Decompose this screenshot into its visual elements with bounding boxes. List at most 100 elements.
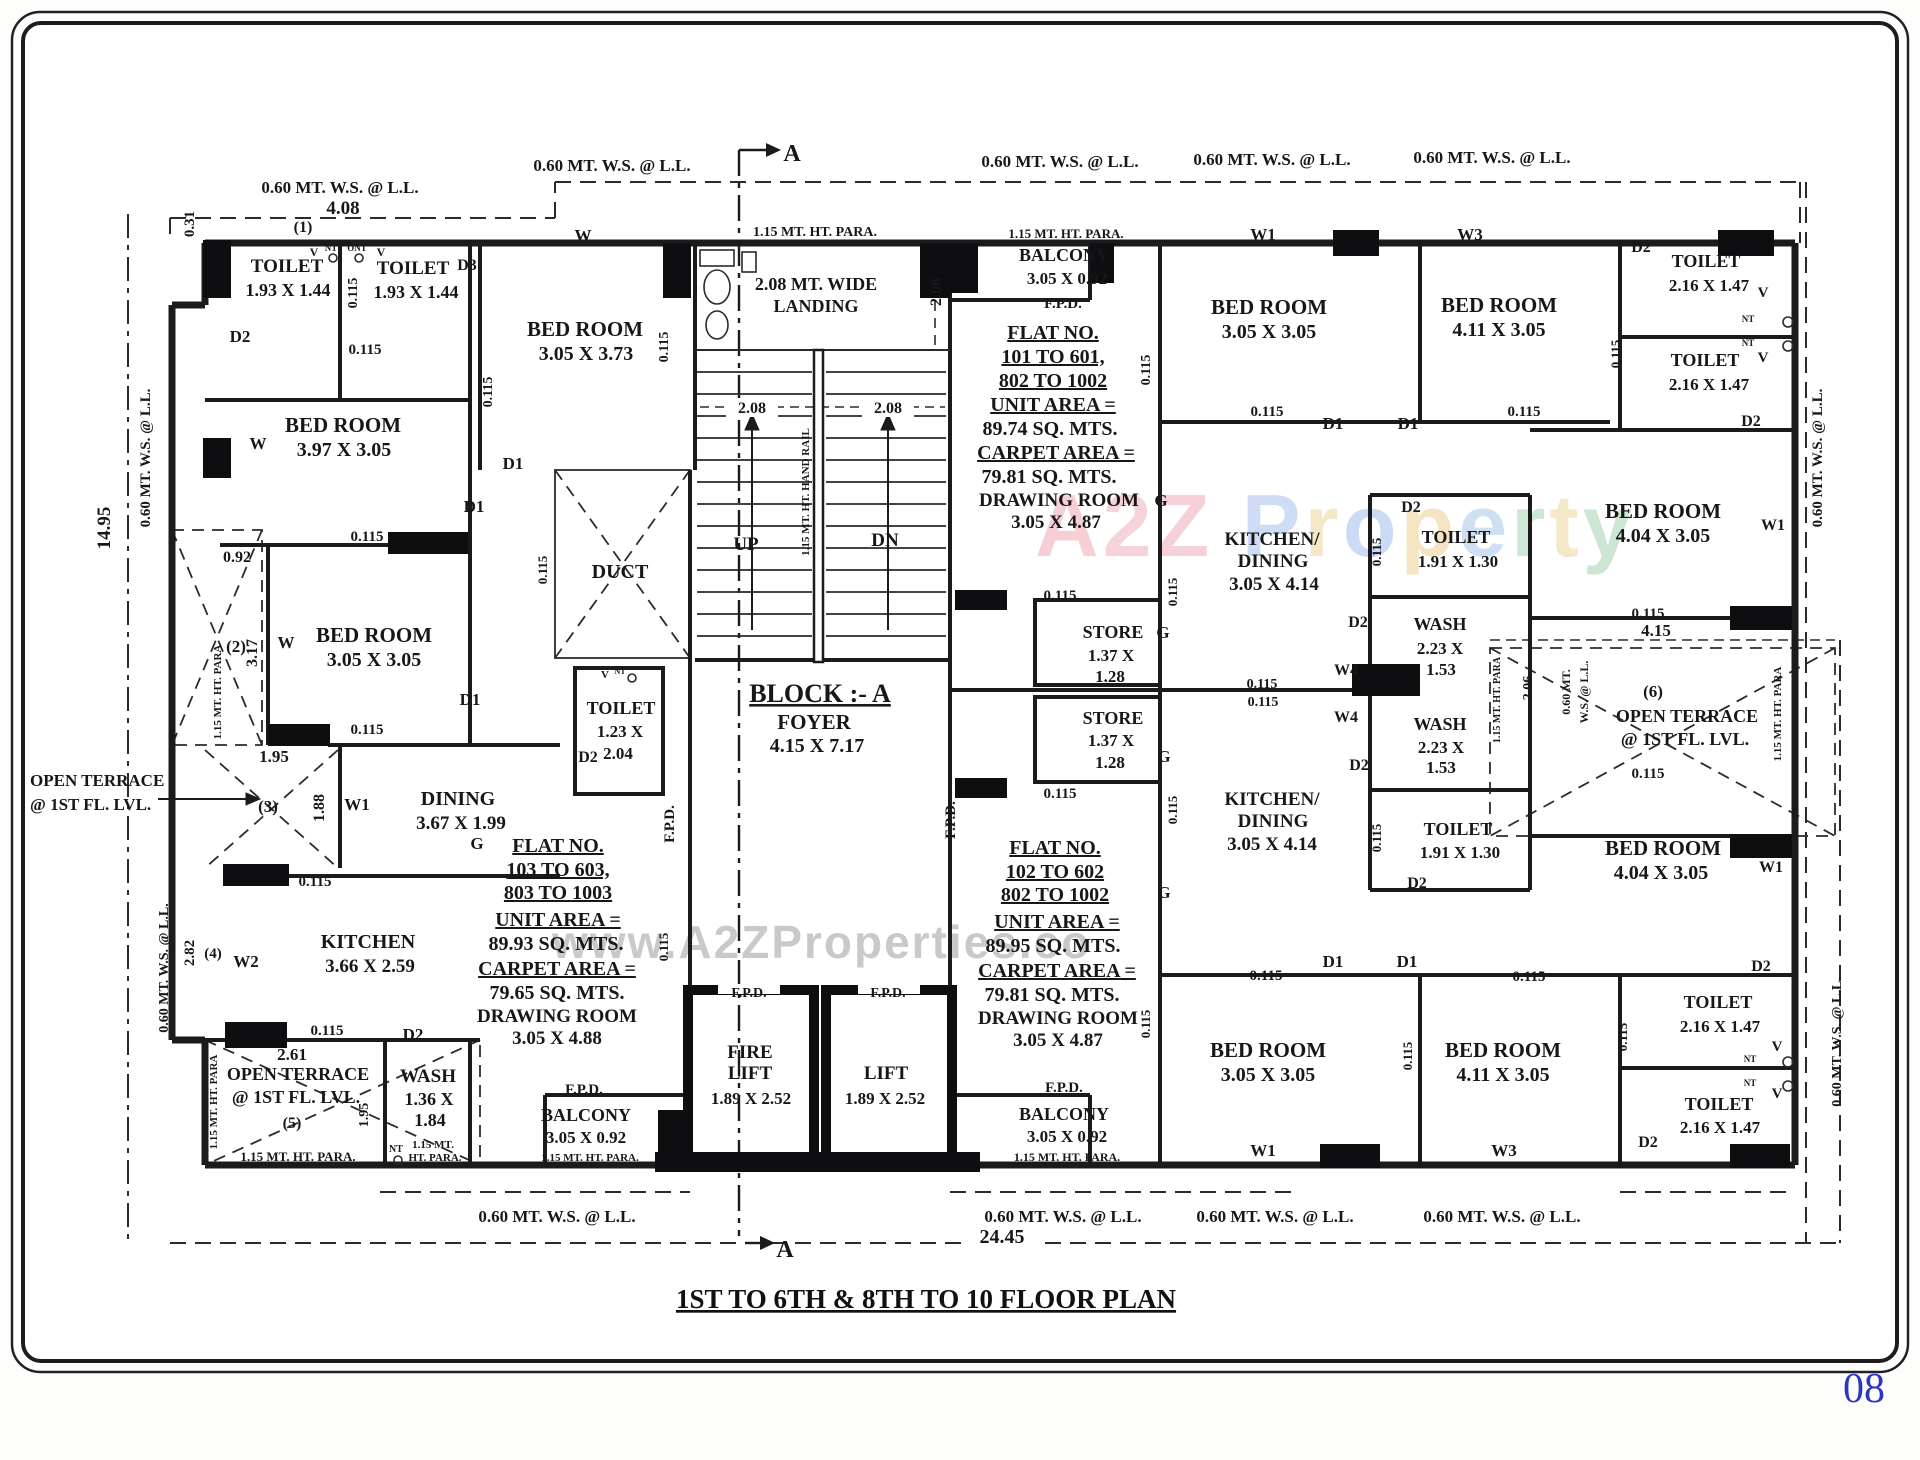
label-open-terrace-left: OPEN TERRACE [30, 771, 164, 790]
dim-store-2a: 1.37 X [1088, 731, 1135, 750]
interior-walls [205, 243, 1795, 1165]
dim-wall: 0.115 [1369, 537, 1384, 566]
plumbing-fixtures [328, 249, 1794, 1165]
room-kitchen-102b: DINING [1238, 811, 1309, 832]
dim-store-2b: 1.28 [1095, 753, 1125, 772]
dim-0-31: 0.31 [182, 211, 198, 237]
dim-label-backings [726, 398, 1041, 1248]
room-toilet-br2: TOILET [1685, 1094, 1754, 1114]
door-d2: D2 [578, 749, 598, 766]
dim-wash-l2: 1.84 [414, 1110, 446, 1130]
dim-bedroom-373: 3.05 X 3.73 [539, 343, 633, 365]
dim-ws-bottom-3: 0.60 MT. W.S. @ L.L. [1196, 1207, 1353, 1226]
vent-v: V [601, 669, 609, 681]
dim-ws-top-2: 0.60 MT. W.S. @ L.L. [533, 156, 690, 175]
flat102-line9: 3.05 X 4.87 [1013, 1030, 1103, 1051]
vent-nt: NT [389, 1144, 403, 1155]
dim-wall: 0.115 [299, 874, 332, 890]
dim-bedroom-102: 3.05 X 3.05 [1221, 1064, 1315, 1086]
dim-balcony-102: 3.05 X 0.92 [1027, 1127, 1107, 1146]
dim-wall: 0.115 [351, 722, 384, 738]
flat101-line3: 802 TO 1002 [999, 370, 1107, 392]
dim-ws-bottom-1: 0.60 MT. W.S. @ L.L. [478, 1207, 635, 1226]
dim-kitchen-102: 3.05 X 4.14 [1227, 834, 1317, 855]
dim-balcony-103: 3.05 X 0.92 [546, 1128, 626, 1147]
label-fpd: F.P.D. [1045, 1080, 1083, 1096]
dim-2-08: 2.08 [928, 278, 945, 306]
dim-fire-lift: 1.89 X 2.52 [711, 1089, 791, 1108]
brand-watermark-letter: t [1549, 476, 1582, 575]
vent-nt: NT [614, 667, 626, 676]
dim-toilet-tr1: 2.16 X 1.47 [1669, 276, 1750, 295]
dim-ws-top-4: 0.60 MT. W.S. @ L.L. [1193, 150, 1350, 169]
door-d1: D1 [1323, 414, 1344, 433]
dim-balcony-101: 3.05 X 0.92 [1027, 269, 1107, 288]
dim-wall: 0.115 [1248, 695, 1279, 710]
dim-bedroom-404b: 4.04 X 3.05 [1614, 862, 1708, 884]
dim-4-15: 4.15 [1641, 621, 1671, 640]
dim-ws-left-top: 0.60 MT. W.S. @ L.L. [138, 388, 154, 527]
flat101-line4: UNIT AREA = [990, 394, 1116, 416]
window-w1: W1 [1759, 859, 1783, 876]
room-kitchen: KITCHEN [321, 931, 416, 953]
room-toilet-l2: TOILET [377, 258, 450, 279]
handrail [812, 348, 825, 664]
label-block-a: BLOCK :- A [749, 679, 891, 708]
vent-v: V [1758, 350, 1769, 366]
flat101-line2: 101 TO 601, [1001, 346, 1104, 368]
label-para: 1.15 MT. HT. PARA. [240, 1149, 355, 1164]
dim-wall: 0.115 [1250, 968, 1283, 984]
door-d2: D2 [230, 327, 251, 346]
terrace-pointer-arrow [158, 792, 262, 806]
window-w3: W3 [1457, 225, 1483, 244]
label-para: 1.15 MT. HT. PARA [208, 1055, 220, 1150]
flat101-line7: 79.81 SQ. MTS. [981, 466, 1116, 488]
dim-wall: 0.115 [1247, 677, 1278, 692]
url-watermark: www.A2ZProperties.co [551, 916, 1091, 968]
dim-toilet-103a: 1.23 X [597, 722, 644, 741]
door-d1: D1 [1323, 952, 1344, 971]
window-w: W [575, 226, 592, 245]
room-balcony-101: BALCONY [1019, 245, 1109, 265]
dim-wall: 0.115 [657, 332, 672, 363]
dim-ws-bottom-2: 0.60 MT. W.S. @ L.L. [984, 1207, 1141, 1226]
door-d2: D2 [1638, 1134, 1658, 1151]
label-g: G [1157, 883, 1170, 902]
window-w1: W1 [1250, 1141, 1276, 1160]
flat101-line9: 3.05 X 4.87 [1011, 512, 1101, 533]
room-balcony-102: BALCONY [1019, 1104, 1109, 1124]
window-w2: W2 [233, 952, 259, 971]
flat102-line1: FLAT NO. [1009, 837, 1101, 859]
ref-5: (5) [283, 1115, 302, 1132]
dim-bedroom-397: 3.97 X 3.05 [297, 439, 391, 461]
door-d2: D2 [1349, 757, 1369, 774]
ref-3: (3) [258, 797, 278, 816]
door-d2: D2 [1741, 413, 1761, 430]
flat102-line8: DRAWING ROOM [978, 1008, 1138, 1029]
label-fpd: F.P.D. [870, 986, 905, 1001]
columns [203, 230, 1792, 1168]
dim-toilet-tr2: 2.16 X 1.47 [1669, 375, 1750, 394]
dim-2-08: 2.08 [738, 400, 766, 417]
brand-watermark-letter: e [1458, 476, 1511, 575]
room-balcony-103: BALCONY [541, 1105, 631, 1125]
dim-wall: 0.115 [1165, 577, 1180, 606]
dim-bedroom-101: 3.05 X 3.05 [1222, 321, 1316, 343]
vent-v: V [310, 245, 319, 259]
dim-wall: 0.115 [656, 932, 671, 961]
door-d1: D1 [464, 497, 485, 516]
dim-14-95: 14.95 [94, 507, 115, 550]
flat102-line4: UNIT AREA = [994, 911, 1120, 933]
dim-ws-right-top: 0.60 MT. W.S. @ L.L. [1810, 388, 1826, 527]
brand-watermark-letter: y [1583, 476, 1636, 575]
flat101-line8: DRAWING ROOM [979, 490, 1139, 511]
label-para: 1.15 MT. HT. PARA [1492, 656, 1503, 743]
sheet-title: 1ST TO 6TH & 8TH TO 10 FLOOR PLAN [676, 1284, 1177, 1314]
vent-v: V [377, 245, 386, 259]
room-kitchen-101a: KITCHEN/ [1224, 529, 1320, 550]
brand-watermark-letter: p [1400, 476, 1458, 575]
window-w1: W1 [1250, 225, 1276, 244]
room-toilet-tr2: TOILET [1671, 350, 1740, 370]
label-para: 1.15 MT. HT. PARA. [753, 225, 877, 240]
dim-toilet-br2: 2.16 X 1.47 [1680, 1118, 1761, 1137]
